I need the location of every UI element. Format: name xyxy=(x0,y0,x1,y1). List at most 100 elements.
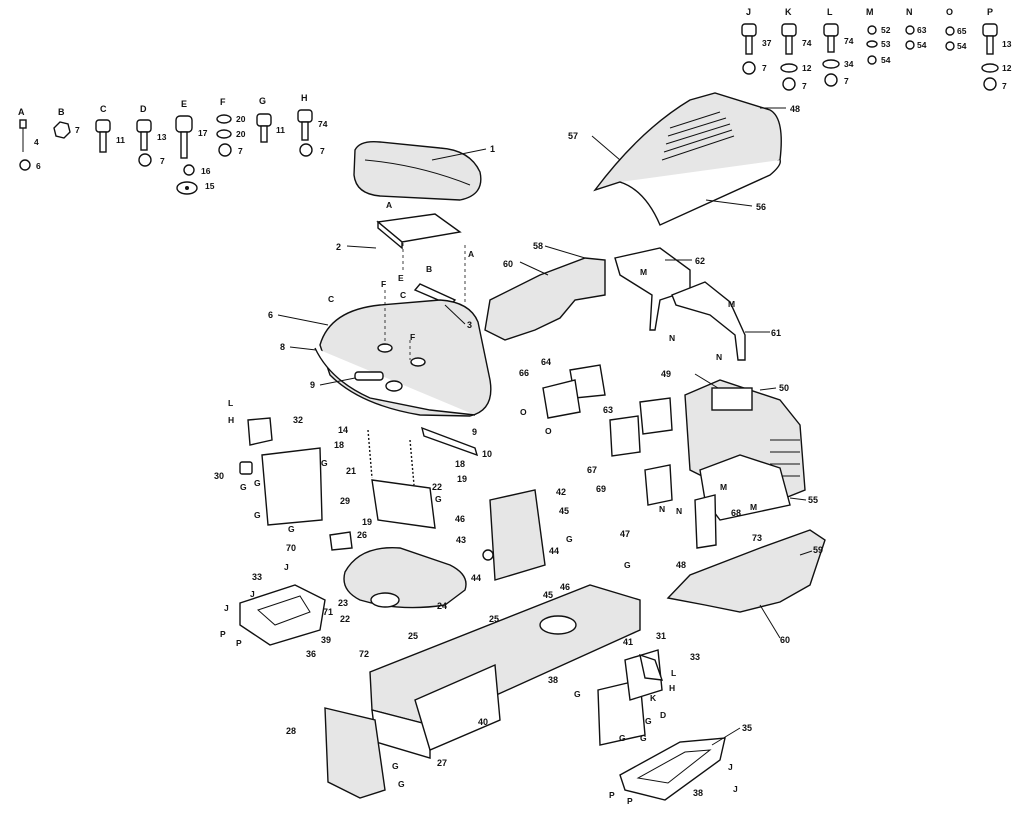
nut-p xyxy=(983,77,997,91)
callout: 31 xyxy=(656,631,666,641)
bolt-p-shank xyxy=(986,35,994,55)
callout: 46 xyxy=(560,582,570,592)
washer-p xyxy=(981,63,999,73)
key-letter: M xyxy=(750,502,757,512)
bolt-l-head xyxy=(823,23,839,37)
callout: 70 xyxy=(286,543,296,553)
nut-d xyxy=(138,153,152,167)
key-letter: F xyxy=(381,279,386,289)
bracket-63 xyxy=(671,281,746,361)
key-letter: J xyxy=(284,562,289,572)
callout: 60 xyxy=(780,635,790,645)
bolt-d-head xyxy=(136,119,152,133)
hw-h-num-1: 74 xyxy=(318,119,328,129)
callout: 48 xyxy=(790,104,800,114)
key-letter: G xyxy=(566,534,573,544)
hw-letter-a: A xyxy=(18,107,25,117)
callout: 40 xyxy=(478,717,488,727)
hw-letter-n: N xyxy=(906,7,913,17)
key-letter: C xyxy=(328,294,334,304)
nut-l xyxy=(824,73,838,87)
hw-g-num-1: 11 xyxy=(276,125,285,135)
bolt-j-shank xyxy=(745,35,753,55)
frame-hole xyxy=(539,615,577,635)
key-letter: N xyxy=(676,506,682,516)
bracket-70 xyxy=(694,494,717,549)
dash-housing-handle xyxy=(711,387,753,411)
hw-k-num-1: 74 xyxy=(802,38,812,48)
key-letter: E xyxy=(398,273,404,283)
callout: 9 xyxy=(310,380,315,390)
spring-18-left xyxy=(367,429,373,479)
bolt-d-shank xyxy=(140,131,148,151)
callout: 50 xyxy=(779,383,789,393)
key-letter: L xyxy=(228,398,233,408)
bolt-g-shank xyxy=(260,125,268,143)
callout: 67 xyxy=(587,465,597,475)
key-letter: J xyxy=(728,762,733,772)
key-letter: M xyxy=(720,482,727,492)
key-letter: O xyxy=(520,407,527,417)
bracket-66 xyxy=(639,397,673,435)
frame-side-41 xyxy=(414,663,501,751)
hw-o-num-2: 54 xyxy=(957,41,967,51)
hw-f-num-2: 20 xyxy=(236,129,246,139)
hw-e-num-2: 16 xyxy=(201,166,211,176)
hw-f-num-3: 7 xyxy=(238,146,243,156)
key-letter: G xyxy=(288,524,295,534)
seat xyxy=(353,140,482,201)
bracket-68 xyxy=(542,379,581,419)
callout: 9 xyxy=(472,427,477,437)
washer-f-2 xyxy=(216,129,232,139)
callout: 10 xyxy=(482,449,492,459)
bracket-71 xyxy=(644,464,673,506)
seat-seam xyxy=(364,159,471,186)
callout: 35 xyxy=(742,723,752,733)
callout: 22 xyxy=(432,482,442,492)
nut-k xyxy=(782,77,796,91)
side-panel-lower xyxy=(666,529,826,613)
callout: 25 xyxy=(408,631,418,641)
nut-h xyxy=(299,143,313,157)
hw-d-num-1: 13 xyxy=(157,132,167,142)
hw-m-num-3: 54 xyxy=(881,55,891,65)
hw-m-num-1: 52 xyxy=(881,25,891,35)
callout: 48 xyxy=(676,560,686,570)
key-letter: G xyxy=(398,779,405,789)
callout: 72 xyxy=(359,649,369,659)
bolt-p-head xyxy=(982,23,998,37)
nut-o-2 xyxy=(945,41,955,51)
callout: 25 xyxy=(489,614,499,624)
callout: 46 xyxy=(455,514,465,524)
nut-f xyxy=(218,143,232,157)
hw-d-num-2: 7 xyxy=(160,156,165,166)
key-letter: P xyxy=(220,629,226,639)
bolt-l-shank xyxy=(827,35,835,53)
nut-m-2 xyxy=(867,55,877,65)
nut-j xyxy=(742,61,756,75)
hw-letter-j: J xyxy=(746,7,751,17)
nut-a xyxy=(19,159,31,171)
hw-letter-b: B xyxy=(58,107,65,117)
clip-27 xyxy=(329,531,353,551)
callout: 6 xyxy=(268,310,273,320)
key-letter: L xyxy=(671,668,676,678)
callout: 58 xyxy=(533,241,543,251)
hw-e-num-3: 15 xyxy=(205,181,215,191)
callout-numbers: 1 2 3 6 8 9 9 10 14 18 18 19 19 21 22 22… xyxy=(214,104,823,798)
hw-letter-d: D xyxy=(140,104,147,114)
footrest-left-inner xyxy=(257,595,311,626)
callout: 73 xyxy=(752,533,762,543)
key-letter: G xyxy=(645,716,652,726)
key-letter: F xyxy=(410,332,415,342)
fuel-cap xyxy=(370,592,400,608)
hw-b-num-1: 7 xyxy=(75,125,80,135)
key-letter: G xyxy=(619,733,626,743)
hw-c-num-1: 11 xyxy=(116,135,125,145)
key-letter: M xyxy=(640,267,647,277)
bracket-64 xyxy=(614,247,691,331)
callout: 44 xyxy=(549,546,559,556)
bolt-c-head xyxy=(95,119,111,133)
key-letter: J xyxy=(250,589,255,599)
hw-letter-m: M xyxy=(866,7,874,17)
